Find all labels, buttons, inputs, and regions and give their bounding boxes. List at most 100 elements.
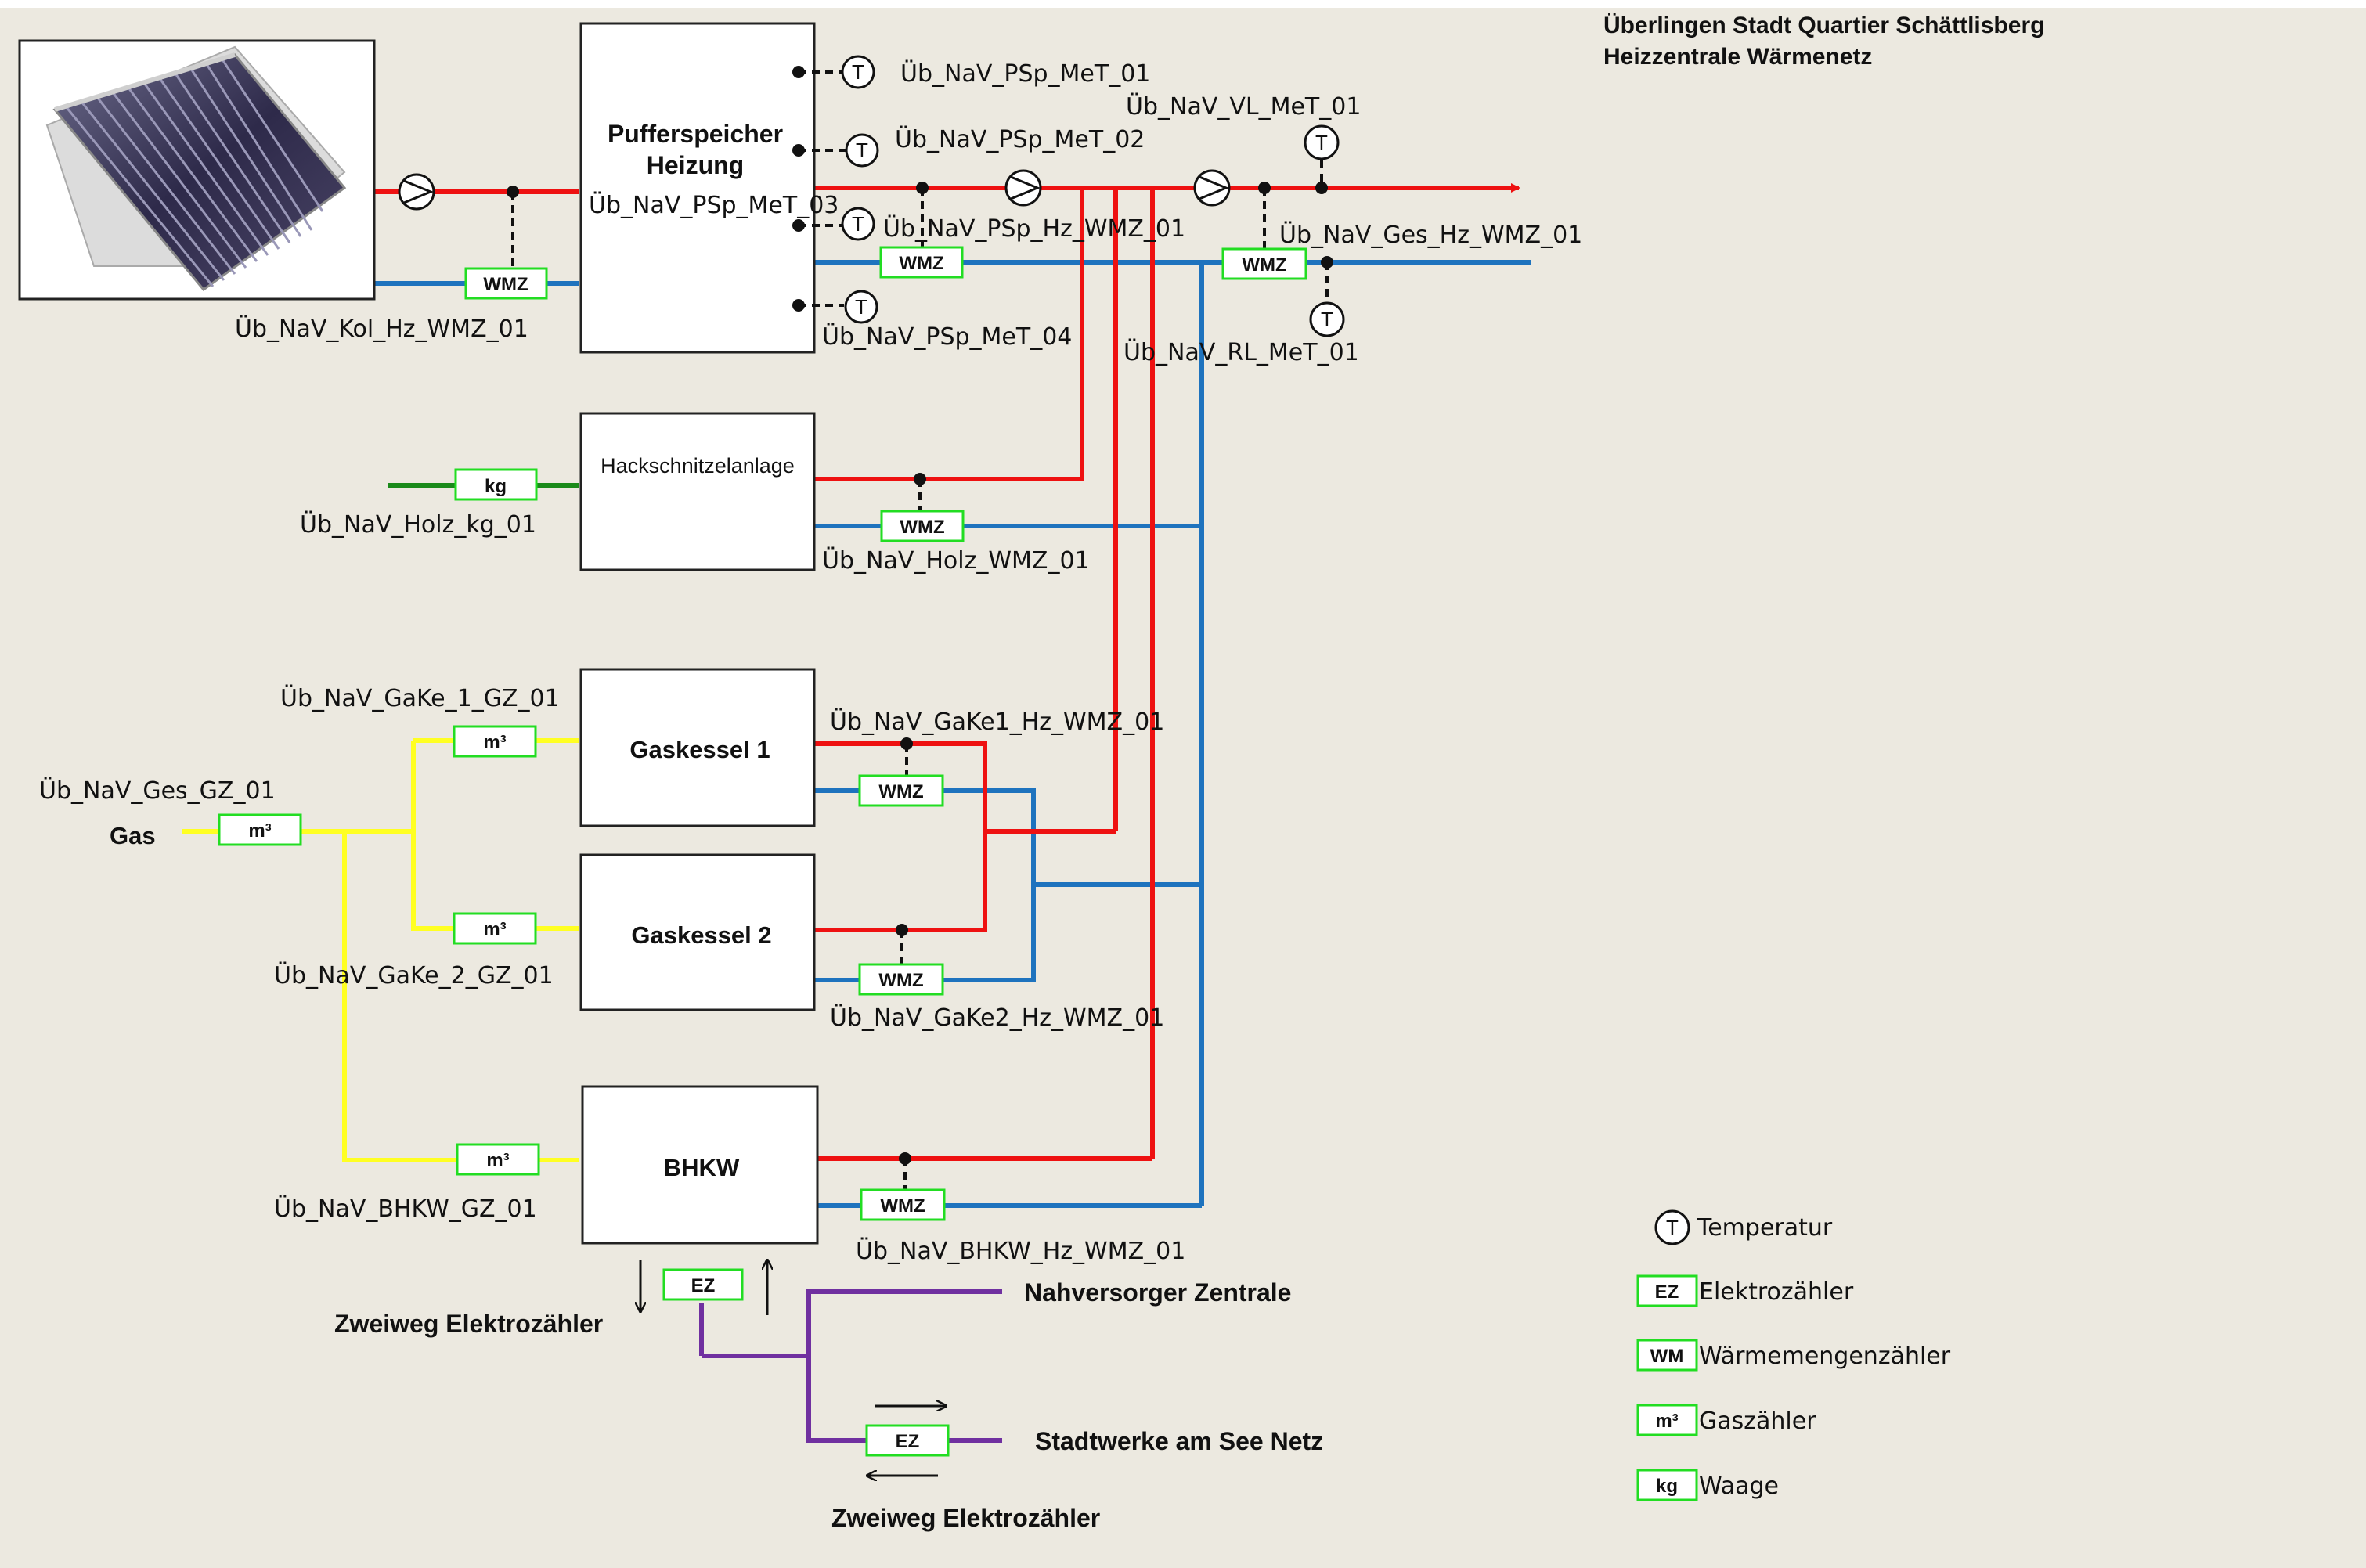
svg-text:WMZ: WMZ	[878, 970, 923, 991]
label-gake1-hz-wmz: Üb_NaV_GaKe1_Hz_WMZ_01	[830, 708, 1164, 736]
legend-item-gaszaehler: m³ Gaszähler	[1636, 1404, 1816, 1436]
svg-text:WMZ: WMZ	[1242, 254, 1286, 276]
svg-text:WMZ: WMZ	[878, 781, 923, 802]
wmz-meter: WMZ	[880, 510, 965, 542]
svg-text:WMZ: WMZ	[880, 1195, 925, 1217]
pufferspeicher-label-2: Heizung	[647, 151, 744, 179]
svg-text:T: T	[856, 139, 868, 162]
svg-text:WMZ: WMZ	[483, 274, 528, 295]
label-vl-met: Üb_NaV_VL_MeT_01	[1126, 92, 1361, 121]
svg-text:m³: m³	[483, 732, 506, 753]
legend-text: Gaszähler	[1699, 1408, 1816, 1435]
wmz-meter: WMZ	[1221, 247, 1307, 280]
label-gas: Gas	[110, 822, 156, 849]
svg-text:T: T	[1666, 1216, 1679, 1239]
legend: T Temperatur EZ Elektrozähler WM Wärmeme…	[1636, 1209, 1951, 1501]
ez-meter: EZ	[865, 1424, 950, 1457]
hackschnitzel-label: Hackschnitzelanlage	[601, 454, 795, 478]
svg-text:T: T	[1315, 131, 1328, 154]
legend-item-waage: kg Waage	[1636, 1469, 1779, 1501]
gas-meter: m³	[456, 1143, 540, 1176]
svg-text:T: T	[852, 60, 864, 84]
background	[0, 8, 2366, 1568]
label-holz-kg: Üb_NaV_Holz_kg_01	[300, 510, 536, 539]
wmz-meter: WMZ	[879, 246, 964, 279]
ez-meter: EZ	[662, 1268, 744, 1301]
label-kol-hz-wmz: Üb_NaV_Kol_Hz_WMZ_01	[235, 315, 528, 343]
bhkw-box: BHKW	[581, 1085, 819, 1245]
label-psp-hz-wmz: Üb_NaV_PSp_Hz_WMZ_01	[883, 214, 1185, 243]
svg-text:EZ: EZ	[896, 1431, 920, 1452]
label-gake2-hz-wmz: Üb_NaV_GaKe2_Hz_WMZ_01	[830, 1004, 1164, 1032]
legend-text: Elektrozähler	[1699, 1278, 1854, 1306]
diagram-title-line-2: Heizzentrale Wärmenetz	[1603, 44, 1872, 70]
temp-sensor-icon: T	[1309, 301, 1345, 337]
temp-sensor-icon: T	[845, 133, 879, 168]
legend-text: Waage	[1699, 1472, 1779, 1500]
bhkw-label: BHKW	[664, 1154, 740, 1181]
gaskessel1-label: Gaskessel 1	[629, 736, 770, 763]
svg-text:WM: WM	[1650, 1346, 1684, 1367]
legend-text: Temperatur	[1697, 1214, 1833, 1242]
svg-text:EZ: EZ	[1655, 1281, 1679, 1303]
label-holz-wmz: Üb_NaV_Holz_WMZ_01	[822, 546, 1090, 575]
label-gake1-gz: Üb_NaV_GaKe_1_GZ_01	[280, 684, 560, 712]
sensor-links	[507, 66, 1333, 1191]
label-bhkw-hz-wmz: Üb_NaV_BHKW_Hz_WMZ_01	[856, 1237, 1185, 1265]
label-psp-met-02: Üb_NaV_PSp_MeT_02	[895, 125, 1145, 153]
temp-sensor-icon: T	[841, 207, 875, 241]
gaskessel2-label: Gaskessel 2	[631, 921, 771, 949]
label-bhkw-gz: Üb_NaV_BHKW_GZ_01	[274, 1195, 537, 1223]
temp-sensor-icon: T	[841, 55, 875, 89]
gas-meter: m³	[453, 912, 537, 945]
gaskessel2-box: Gaskessel 2	[579, 853, 816, 1011]
temp-sensor-icon: T	[844, 290, 878, 324]
pump-icon	[1193, 169, 1231, 207]
svg-text:EZ: EZ	[691, 1275, 716, 1296]
svg-text:m³: m³	[483, 919, 506, 940]
svg-text:kg: kg	[485, 476, 507, 497]
svg-text:kg: kg	[1656, 1476, 1678, 1497]
label-ges-hz-wmz: Üb_NaV_Ges_Hz_WMZ_01	[1279, 221, 1582, 249]
label-stadtwerke: Stadtwerke am See Netz	[1035, 1427, 1323, 1455]
svg-text:m³: m³	[248, 820, 271, 842]
tag-labels: Üb_NaV_Kol_Hz_WMZ_01 Üb_NaV_PSp_MeT_01 Ü…	[39, 59, 1582, 1532]
gas-meter: m³	[218, 813, 302, 846]
legend-item-temperatur: T Temperatur	[1654, 1209, 1833, 1245]
kg-meter: kg	[454, 468, 538, 501]
legend-item-elektrozaehler: EZ Elektrozähler	[1636, 1274, 1854, 1307]
wmz-meter: WMZ	[858, 963, 944, 996]
svg-text:m³: m³	[1655, 1411, 1678, 1432]
pump-icon	[1004, 169, 1042, 207]
wmz-meter: WMZ	[858, 774, 944, 807]
label-rl-met: Üb_NaV_RL_MeT_01	[1123, 338, 1359, 366]
pufferspeicher-box: Pufferspeicher Heizung	[579, 22, 816, 354]
svg-text:T: T	[1321, 308, 1333, 331]
svg-text:T: T	[852, 212, 864, 236]
hackschnitzel-box: Hackschnitzelanlage	[579, 412, 816, 571]
diagram-title-line-1: Überlingen Stadt Quartier Schättlisberg	[1603, 13, 2044, 38]
pufferspeicher-label-1: Pufferspeicher	[608, 120, 783, 148]
label-zweiweg-1: Zweiweg Elektrozähler	[334, 1310, 603, 1338]
temp-sensor-icon: T	[1304, 124, 1340, 160]
svg-text:WMZ: WMZ	[900, 517, 944, 538]
legend-text: Wärmemengenzähler	[1699, 1343, 1951, 1370]
direction-arrows	[640, 1260, 946, 1476]
label-gake2-gz: Üb_NaV_GaKe_2_GZ_01	[274, 961, 554, 989]
pump-icon	[398, 173, 435, 211]
gaskessel1-box: Gaskessel 1	[579, 668, 816, 827]
label-psp-met-03: Üb_NaV_PSp_MeT_03	[589, 191, 839, 219]
label-ges-gz: Üb_NaV_Ges_GZ_01	[39, 777, 276, 805]
wmz-meter: WMZ	[860, 1188, 946, 1221]
label-psp-met-01: Üb_NaV_PSp_MeT_01	[900, 59, 1150, 88]
svg-text:T: T	[855, 295, 867, 319]
label-zweiweg-2: Zweiweg Elektrozähler	[831, 1504, 1100, 1532]
label-psp-met-04: Üb_NaV_PSp_MeT_04	[822, 323, 1072, 351]
gas-meter: m³	[453, 725, 537, 758]
solar-collector-image	[18, 39, 376, 301]
legend-item-waermemengenzaehler: WM Wärmemengenzähler	[1636, 1339, 1951, 1372]
label-nahversorger: Nahversorger Zentrale	[1024, 1278, 1291, 1307]
svg-text:m³: m³	[486, 1150, 509, 1171]
